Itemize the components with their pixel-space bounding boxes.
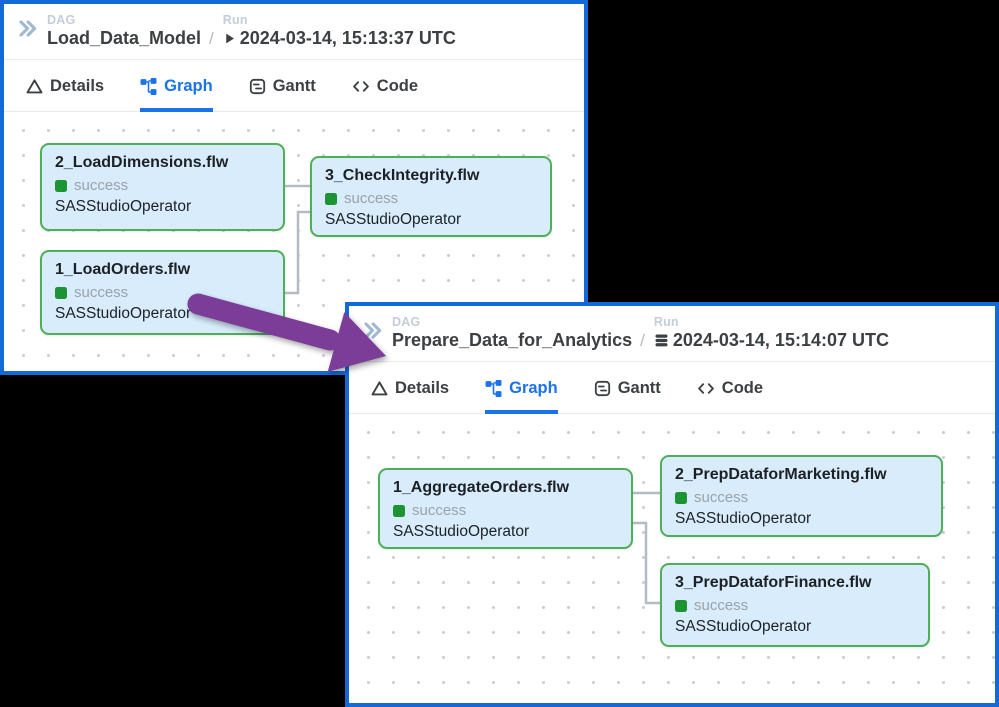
tab-graph[interactable]: Graph [485,363,558,414]
task-edges [285,184,310,295]
double-chevron-right-icon[interactable] [363,321,382,345]
tab-bar: Details Graph Gantt Code [4,60,584,112]
success-status-icon [675,491,687,504]
play-icon [223,32,236,45]
dag-breadcrumb: DAG Prepare_Data_for_Analytics / [392,315,654,351]
dag-breadcrumb: DAG Load_Data_Model / [47,13,223,49]
code-icon [352,78,370,95]
breadcrumb-separator: / [640,330,645,350]
task-node[interactable]: 1_LoadOrders.flw success SASStudioOperat… [40,250,285,335]
graph-canvas[interactable]: 1_AggregateOrders.flw success SASStudioO… [349,414,995,703]
tab-code[interactable]: Code [352,61,418,112]
dataset-icon [654,333,669,348]
run-breadcrumb: Run 2024-03-14, 15:13:37 UTC [223,13,456,49]
triangle-details-icon [26,78,43,95]
tab-code[interactable]: Code [697,363,763,414]
tab-details[interactable]: Details [26,61,104,112]
tab-bar: Details Graph Gantt Code [349,362,995,414]
graph-icon [485,379,502,397]
dag-name[interactable]: Prepare_Data_for_Analytics [392,330,633,351]
graph-icon [140,77,157,95]
task-node[interactable]: 2_PrepDataforMarketing.flw success SASSt… [660,455,943,537]
tab-gantt[interactable]: Gantt [249,61,316,112]
dag-run-header: DAG Load_Data_Model / Run 2024-03-14, 15… [4,4,584,60]
tab-graph[interactable]: Graph [140,61,213,112]
success-status-icon [675,599,687,612]
task-node[interactable]: 3_PrepDataforFinance.flw success SASStud… [660,563,930,647]
code-icon [697,380,715,397]
task-node[interactable]: 2_LoadDimensions.flw success SASStudioOp… [40,143,285,231]
dag-window-prepare-data-for-analytics: DAG Prepare_Data_for_Analytics / Run 202… [345,302,999,707]
tab-details[interactable]: Details [371,363,449,414]
task-node[interactable]: 3_CheckIntegrity.flw success SASStudioOp… [310,156,552,237]
run-timestamp[interactable]: 2024-03-14, 15:13:37 UTC [239,28,456,49]
double-chevron-right-icon[interactable] [18,19,37,43]
dag-window-load-data-model: DAG Load_Data_Model / Run 2024-03-14, 15… [0,0,588,375]
dag-run-header: DAG Prepare_Data_for_Analytics / Run 202… [349,306,995,362]
dag-label: DAG [47,13,76,27]
breadcrumb-separator: / [209,28,214,48]
gantt-icon [594,380,611,397]
success-status-icon [325,192,337,205]
run-label: Run [653,315,679,329]
success-status-icon [393,504,405,517]
success-status-icon [55,179,67,192]
triangle-details-icon [371,380,388,397]
run-label: Run [222,13,248,27]
success-status-icon [55,286,67,299]
task-edges [633,491,660,605]
graph-canvas[interactable]: 2_LoadDimensions.flw success SASStudioOp… [4,112,584,371]
run-breadcrumb: Run 2024-03-14, 15:14:07 UTC [654,315,889,351]
run-timestamp[interactable]: 2024-03-14, 15:14:07 UTC [672,330,889,351]
task-node[interactable]: 1_AggregateOrders.flw success SASStudioO… [378,468,633,549]
tab-gantt[interactable]: Gantt [594,363,661,414]
dag-label: DAG [392,315,421,329]
dag-name[interactable]: Load_Data_Model [47,28,202,49]
gantt-icon [249,78,266,95]
